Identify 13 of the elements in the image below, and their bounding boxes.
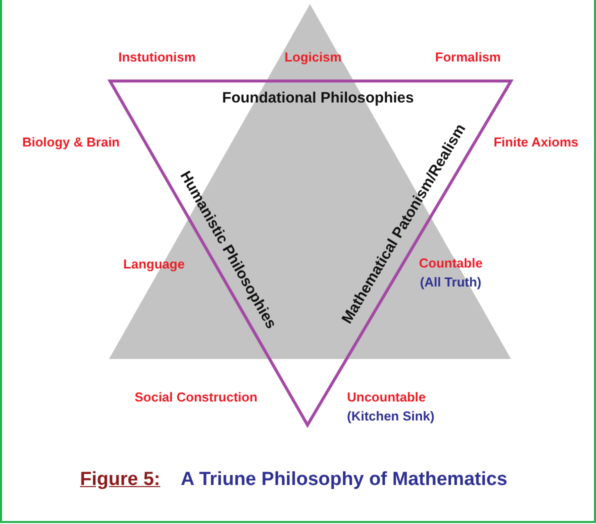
category-label: Countable: [419, 256, 483, 272]
triangle-title: Foundational Philosophies: [222, 89, 414, 107]
category-label: Formalism: [435, 50, 501, 66]
figure-caption: Figure 5: A Triune Philosophy of Mathematics: [80, 469, 508, 491]
note-label: (Kitchen Sink): [347, 410, 434, 424]
category-label: Finite Axioms: [494, 136, 578, 150]
category-label: Instutionism: [118, 50, 196, 66]
category-label: Social Construction: [134, 390, 258, 406]
category-label: Logicism: [284, 50, 342, 66]
category-label: Language: [123, 258, 185, 272]
note-label: (All Truth): [420, 276, 482, 290]
category-label: Biology & Brain: [22, 136, 120, 150]
category-label: Uncountable: [347, 390, 426, 406]
